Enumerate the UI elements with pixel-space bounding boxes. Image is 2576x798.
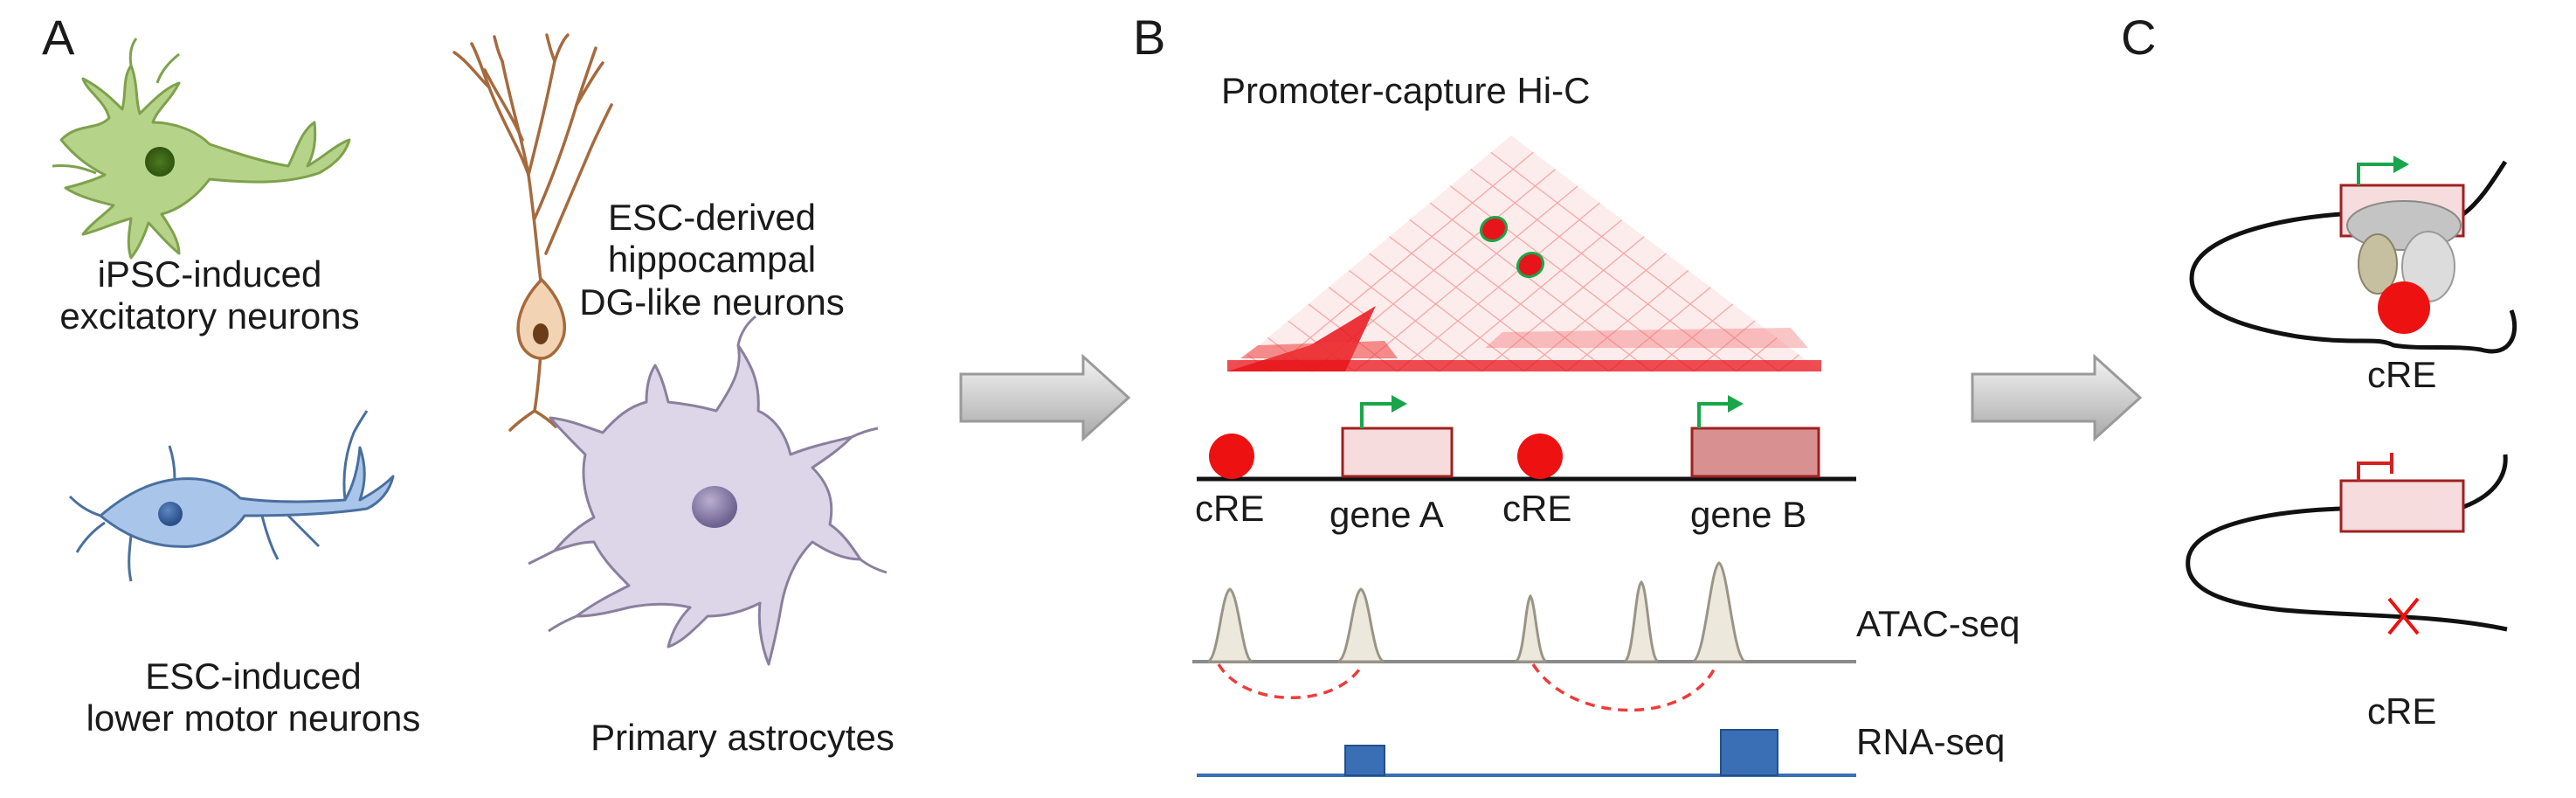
hic-loop-circle-1	[1479, 215, 1509, 243]
atac-peak-2	[1337, 587, 1385, 663]
hic-diagonal-line	[1269, 151, 1534, 372]
label-atac-seq: ATAC-seq	[1856, 603, 2020, 644]
arrow-a-to-b	[959, 353, 1131, 442]
dg-neuron-soma	[516, 277, 566, 360]
label-motor-neurons: ESC-induced lower motor neurons	[61, 656, 445, 740]
hic-loop-circle-2	[1516, 251, 1545, 279]
motor-neuron-nucleus	[158, 502, 183, 526]
label-dg-line1: ESC-derived	[607, 197, 817, 238]
hic-diagonal-line	[1348, 269, 1482, 372]
astrocyte-processes	[528, 315, 887, 633]
label-gene-b: gene B	[1690, 494, 1807, 535]
atac-loops	[1217, 663, 1718, 712]
panel-letter-c: C	[2121, 10, 2157, 65]
gene-a-box	[1341, 427, 1454, 478]
hic-diagonal-line	[1608, 287, 1711, 372]
dg-neuron-nucleus	[533, 323, 549, 344]
hic-diagonal-line	[1354, 185, 1578, 372]
astrocyte-nucleus	[692, 486, 737, 528]
label-dg-line2: hippocampal	[607, 239, 817, 281]
hic-title: Promoter-capture Hi-C	[1221, 70, 1591, 111]
arrow-b-to-c	[1971, 353, 2143, 442]
active-tss-arrowhead	[2393, 156, 2409, 173]
label-excitatory-line1: iPSC-induced	[97, 253, 322, 295]
active-chromatin-loop	[2189, 160, 2517, 354]
excitatory-neuron-illustration	[52, 38, 351, 260]
label-cre-1: cRE	[1195, 488, 1265, 529]
hic-diagonal-line	[1566, 269, 1689, 372]
atac-loop-2	[1531, 663, 1718, 712]
label-dg-line3: DG-like neurons	[579, 281, 845, 323]
label-motor-line2: lower motor neurons	[86, 697, 421, 739]
atac-loop-1	[1217, 663, 1364, 699]
gene-a-tss-arrowhead	[1392, 395, 1407, 413]
hic-diagonal-line	[1389, 236, 1567, 372]
label-rna-seq: RNA-seq	[1856, 721, 2006, 762]
hic-diagonal-line	[1328, 287, 1440, 372]
label-cre-inactive: cRE	[2367, 690, 2437, 732]
cre-circle-1	[1209, 434, 1254, 479]
gene-b-tss-arrow	[1697, 402, 1730, 428]
atac-peak-5	[1692, 561, 1746, 663]
hic-diagonal-line	[1439, 219, 1623, 372]
gene-b-box	[1690, 427, 1820, 478]
motor-neuron-illustration	[68, 410, 395, 582]
hic-diagonal-line	[1409, 219, 1610, 372]
rna-bar-gene-a	[1344, 745, 1385, 776]
panel-letter-a: A	[42, 10, 75, 65]
atac-peak-1	[1206, 587, 1253, 663]
cre-circle-2	[1517, 434, 1563, 479]
panel-letter-b: B	[1133, 10, 1166, 65]
dg-neuron-illustration	[452, 33, 613, 432]
label-dg-neurons: ESC-derived hippocampal DG-like neurons	[577, 197, 847, 323]
gene-b-tss-arrowhead	[1728, 395, 1744, 413]
hic-diagonal-line	[1481, 236, 1645, 372]
label-cre-active: cRE	[2367, 354, 2437, 395]
inactive-chromatin	[2186, 453, 2508, 635]
atac-peak-3	[1514, 593, 1548, 663]
label-gene-a: gene A	[1329, 494, 1444, 535]
hic-heatmap	[1227, 135, 1821, 372]
hic-diagonal-line	[1369, 253, 1525, 372]
label-astrocytes: Primary astrocytes	[590, 717, 894, 758]
hic-diagonal-line	[1523, 253, 1667, 372]
rna-bar-gene-b	[1720, 729, 1778, 776]
hic-diagonal-line	[1490, 151, 1779, 372]
excitatory-neuron-nucleus	[145, 147, 175, 177]
label-motor-line1: ESC-induced	[145, 656, 362, 697]
atac-peak-4	[1623, 580, 1660, 663]
label-excitatory-line2: excitatory neurons	[59, 295, 360, 337]
label-excitatory-neurons: iPSC-induced excitatory neurons	[26, 253, 393, 338]
atac-peaks	[1206, 561, 1746, 663]
gene-a-tss-arrow	[1360, 402, 1393, 428]
label-cre-2: cRE	[1502, 488, 1572, 529]
active-tss-arrow	[2357, 163, 2395, 185]
